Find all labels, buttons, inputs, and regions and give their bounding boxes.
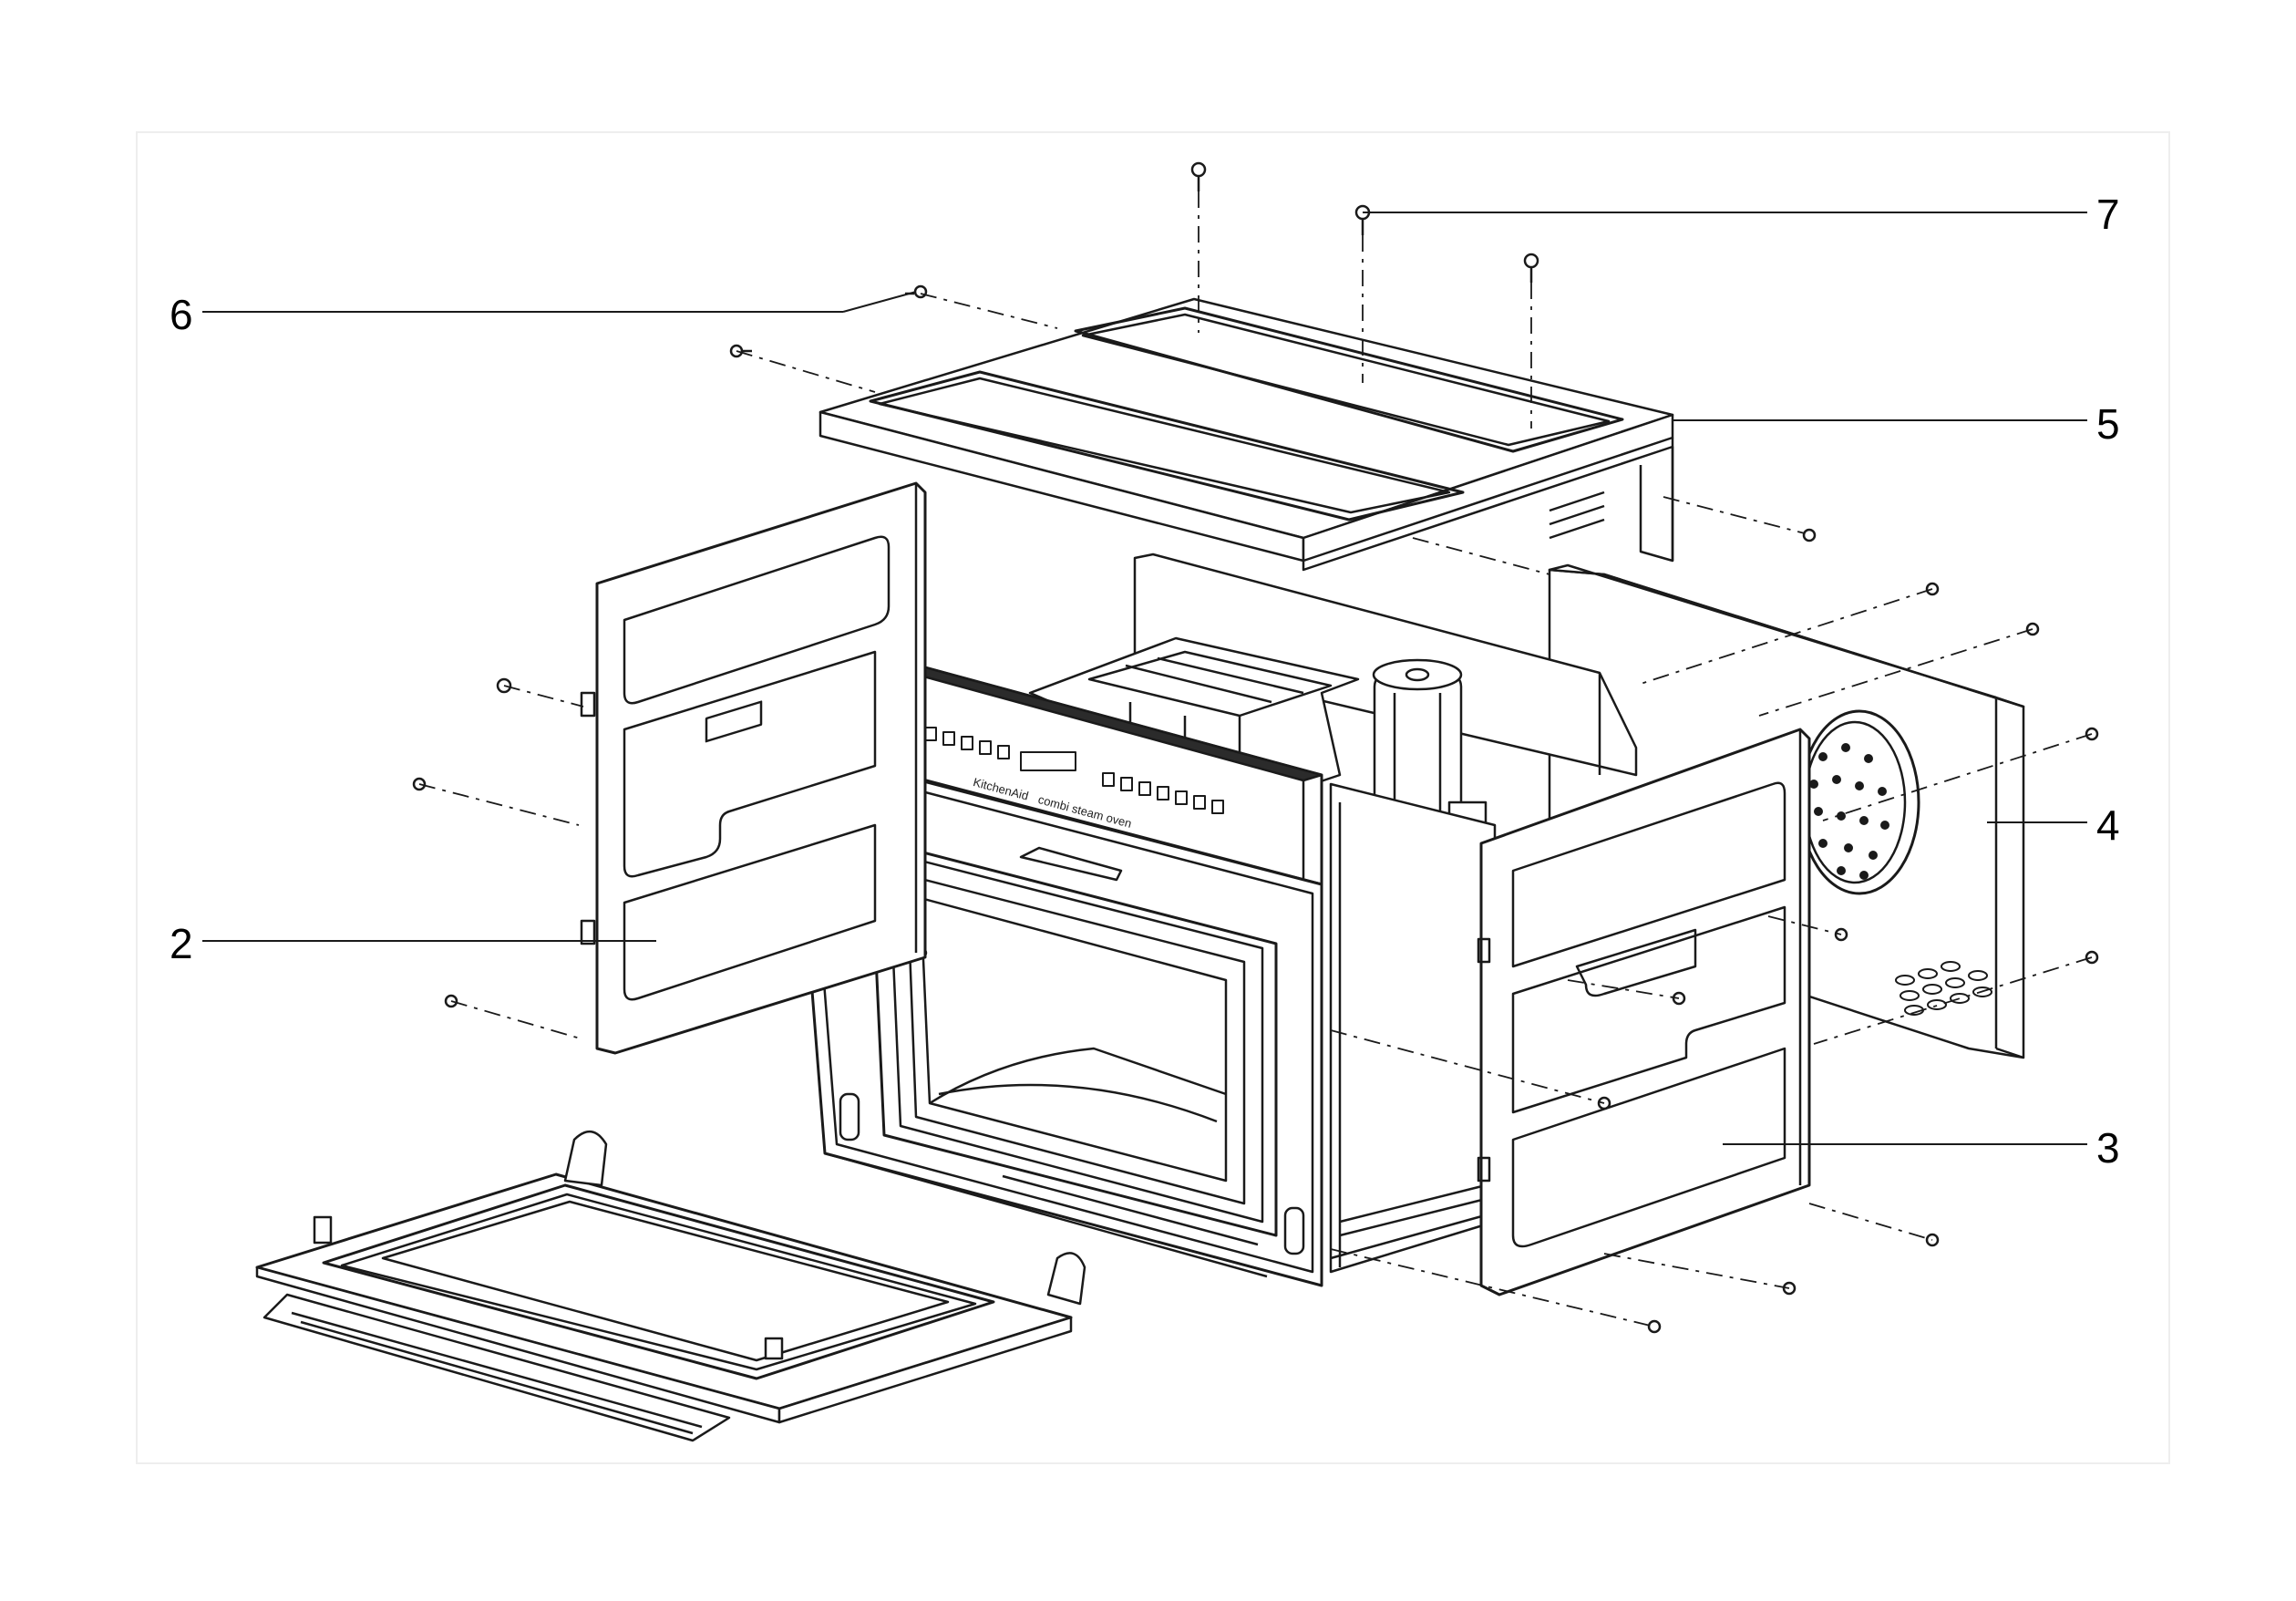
top-cover-panel [819, 297, 1674, 572]
callout-5: 5 [2096, 400, 2120, 448]
leader-lines [202, 212, 2087, 1145]
callout-3: 3 [2096, 1124, 2120, 1172]
screw-top-1 [1190, 161, 1207, 191]
right-side-panel [1477, 728, 1811, 1296]
callout-6: 6 [170, 291, 193, 338]
oven-door [255, 1131, 1086, 1442]
oven-cavity-body [1028, 636, 1497, 1274]
screw-right-3 [1647, 1319, 1662, 1334]
screw-top-2 [1354, 204, 1371, 235]
assembly-lines [418, 191, 2093, 1327]
drawing-frame [136, 131, 2170, 1464]
callout-2: 2 [170, 920, 193, 967]
callout-4: 4 [2096, 801, 2120, 849]
left-side-panel [580, 481, 927, 1055]
screw-top-3 [1523, 253, 1539, 283]
callout-7: 7 [2096, 191, 2120, 238]
screw-right-top [1802, 528, 1817, 542]
